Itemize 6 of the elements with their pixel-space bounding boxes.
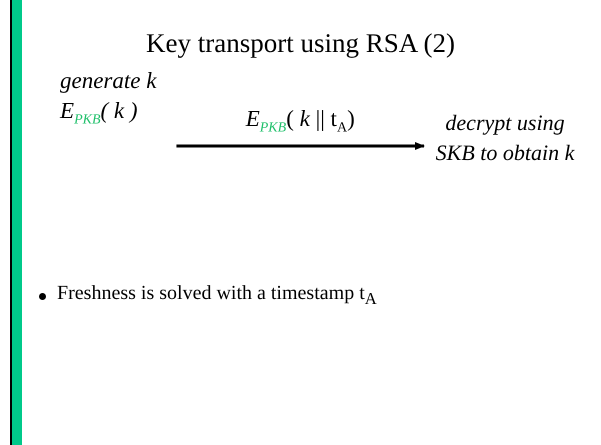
bullet-text: Freshness is solved with a timestamp t$_{A}$ (57, 282, 377, 309)
step-text: generate k (60, 67, 156, 95)
step-text: decrypt using SKB to obtain k (434, 109, 576, 167)
slide-title: Key transport using RSA (2) (145, 28, 456, 59)
step-text: E$_{PKB}$( k ) (60, 97, 139, 130)
arrow (176, 142, 425, 150)
